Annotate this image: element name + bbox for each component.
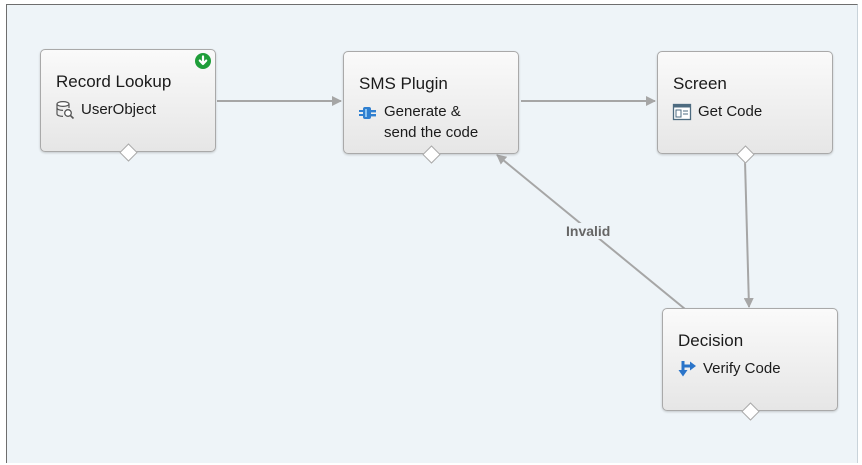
start-arrow-icon — [195, 53, 211, 69]
database-search-icon — [55, 100, 75, 120]
node-screen[interactable]: Screen Get Code — [657, 51, 833, 164]
node-title: SMS Plugin — [359, 74, 448, 93]
edge-label-invalid: Invalid — [563, 223, 614, 239]
decision-arrow-icon — [677, 359, 697, 379]
node-title: Record Lookup — [56, 72, 172, 91]
node-decision[interactable]: Decision Verify Code — [662, 308, 838, 421]
node-title: Decision — [678, 331, 744, 350]
screen-icon — [672, 102, 692, 122]
node-title: Screen — [673, 74, 727, 93]
plugin-icon — [358, 102, 378, 122]
node-label-line2: send the code — [384, 124, 479, 141]
node-label: Get Code — [698, 103, 763, 120]
node-label: UserObject — [81, 101, 157, 118]
node-label: Verify Code — [703, 360, 781, 377]
node-sms-plugin[interactable]: SMS Plugin Generate & send the code — [343, 51, 519, 164]
edge-screen-to-decision[interactable] — [743, 160, 754, 308]
node-label-line1: Generate & — [384, 103, 461, 120]
node-record-lookup[interactable]: Record Lookup UserObject — [40, 49, 216, 162]
